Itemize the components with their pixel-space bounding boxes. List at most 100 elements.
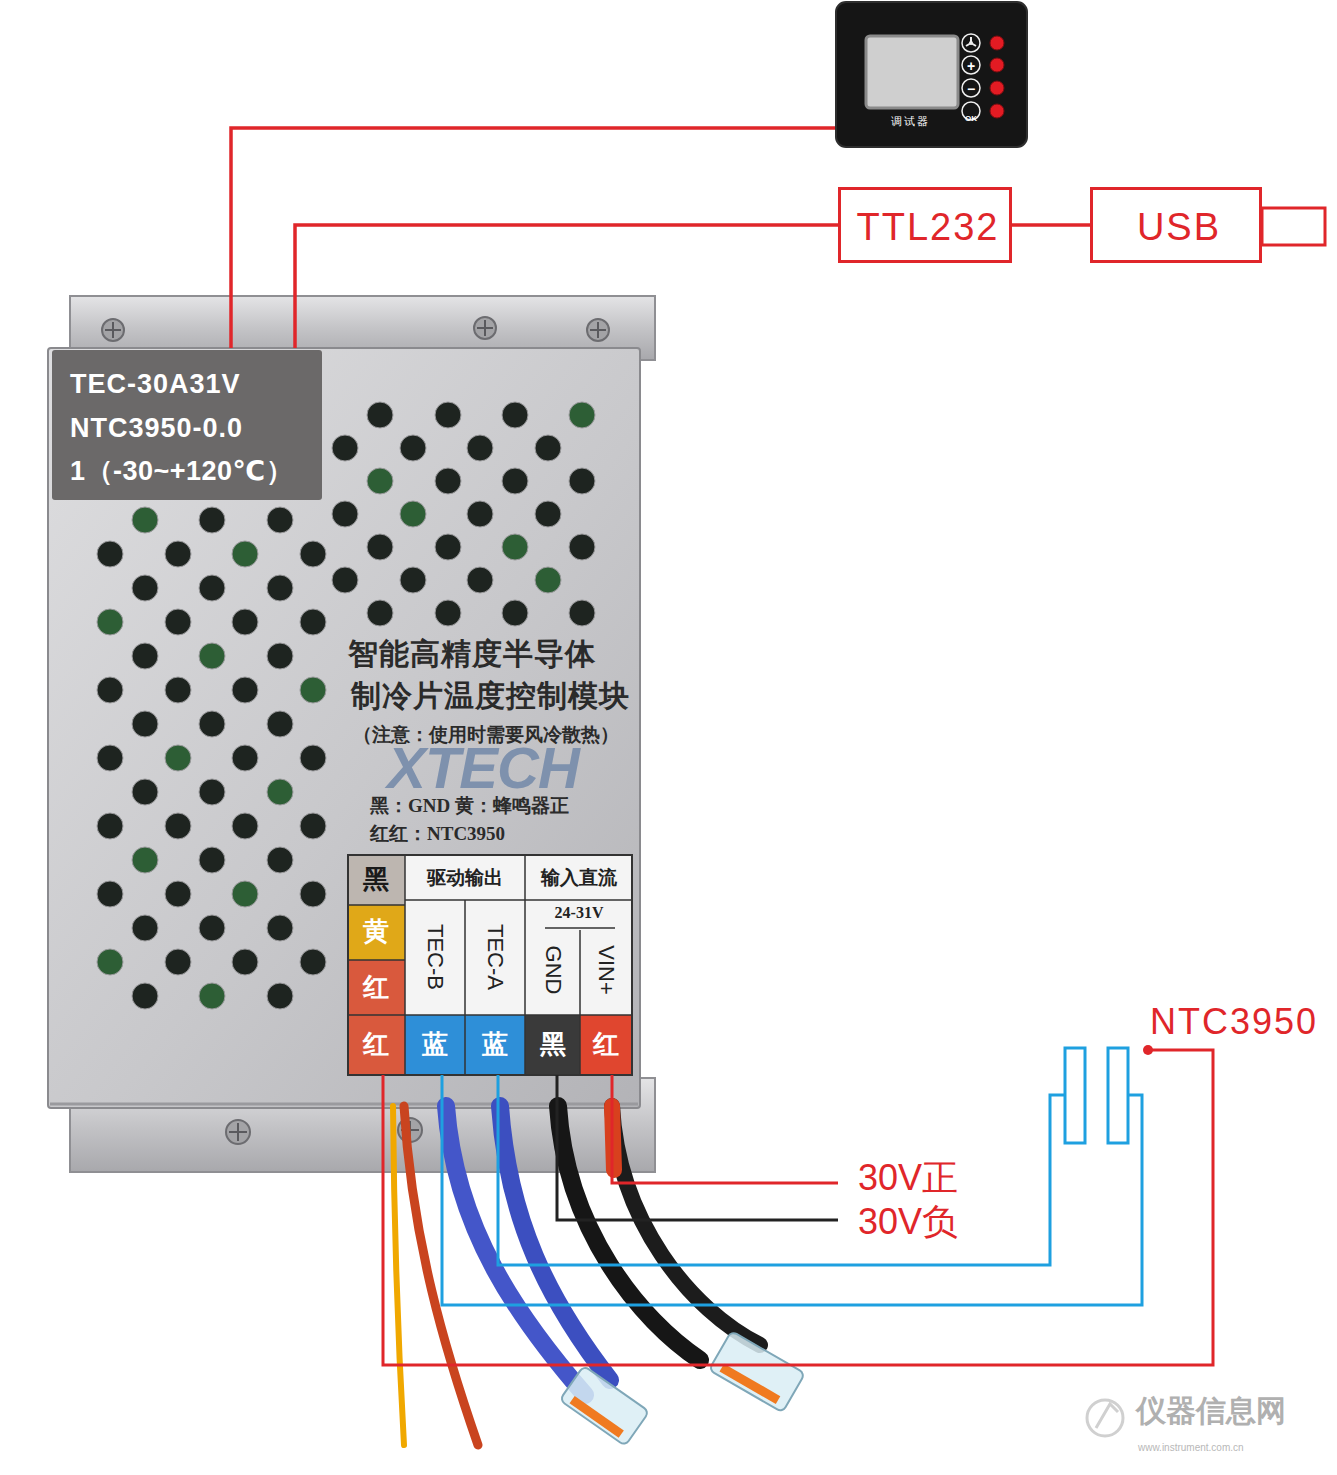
vent-hole (502, 468, 528, 494)
vent-hole (569, 402, 595, 428)
top-flange (70, 296, 655, 360)
vent-hole (132, 847, 158, 873)
vent-hole (97, 881, 123, 907)
wire-part (442, 1075, 1142, 1305)
usb-box: USB (1090, 187, 1262, 263)
voltage-range: 24-31V (555, 904, 604, 922)
vent-hole (165, 609, 191, 635)
vent-hole (97, 609, 123, 635)
tec-element-part (1108, 1048, 1128, 1143)
vent-hole (569, 600, 595, 626)
table-header: 输入直流 (541, 868, 617, 889)
node-text: USB (1137, 207, 1221, 249)
terminal-table-part (525, 1015, 580, 1075)
vent-hole (300, 745, 326, 771)
node-text: TTL232 (857, 207, 1000, 249)
node-text: 1（-30~+120℃） (70, 457, 293, 487)
vent-hole (132, 983, 158, 1009)
debugger-device: 调试器 (835, 0, 1028, 148)
debugger-device (836, 2, 1027, 147)
screw-part (474, 317, 496, 339)
vent-hole (232, 541, 258, 567)
wire-connector (1012, 223, 1090, 227)
vent-hole (199, 575, 225, 601)
vent-hole (199, 779, 225, 805)
vent-hole (267, 779, 293, 805)
vent-hole (232, 881, 258, 907)
module-body (48, 348, 640, 1108)
vent-hole (300, 813, 326, 839)
wire-dot-part (1143, 1045, 1153, 1055)
supply-label: 30V正 (858, 1158, 958, 1198)
vent-hole (300, 949, 326, 975)
photo-cables-part (500, 1106, 610, 1380)
bottom-flange (70, 1078, 655, 1172)
vent-hole (165, 541, 191, 567)
vent-hole (267, 847, 293, 873)
vent-hole (97, 541, 123, 567)
vent-hole (569, 468, 595, 494)
photo-cables-part (446, 1106, 585, 1395)
node-text: 红红：NTC3950 (370, 824, 505, 845)
vent-hole (569, 534, 595, 560)
vent-hole (132, 507, 158, 533)
photo-cables-part (612, 1106, 614, 1170)
debugger-device-part (966, 37, 976, 46)
watermark-logo-part (1087, 1400, 1123, 1436)
vent-hole (132, 711, 158, 737)
vent-hole (435, 534, 461, 560)
vent-hole (467, 501, 493, 527)
vent-hole (232, 813, 258, 839)
terminal-table-part (348, 905, 405, 960)
terminal-table-part (348, 960, 405, 1015)
controller-module: 智能高精度半导体制冷片温度控制模块（注意：使用时需要风冷散热）XTECH黑：GN… (48, 348, 640, 1108)
vent-hole (367, 468, 393, 494)
terminal-table-part (348, 1015, 405, 1075)
photo-cables-part (404, 1106, 478, 1445)
vent-hole (165, 677, 191, 703)
vent-hole (199, 507, 225, 533)
vent-hole (267, 711, 293, 737)
vent-hole (502, 402, 528, 428)
vent-hole (435, 402, 461, 428)
vent-hole (367, 534, 393, 560)
node-text: （注意：使用时需要风冷散热） (353, 725, 619, 746)
vent-hole (267, 915, 293, 941)
screw-part (587, 319, 609, 341)
vent-hole (165, 745, 191, 771)
vent-hole (232, 677, 258, 703)
vent-hole (300, 881, 326, 907)
button-icon: OK (965, 115, 977, 124)
vent-hole (367, 402, 393, 428)
node-text: TEC-30A31V (70, 370, 241, 400)
wire-color: 蓝 (482, 1031, 508, 1060)
screw-part (398, 1118, 422, 1142)
tec-element-part (1065, 1048, 1085, 1143)
debugger-device-part (990, 58, 1004, 72)
watermark-logo-part (1096, 1404, 1118, 1428)
wire-color: 黄 (363, 918, 389, 947)
terminal-table-part (348, 855, 405, 905)
sensor-label: NTC3950 (1150, 1002, 1318, 1042)
vent-hole (535, 501, 561, 527)
vent-hole (165, 949, 191, 975)
vent-hole (97, 813, 123, 839)
vent-hole (199, 915, 225, 941)
wire (383, 1050, 1213, 1365)
wire-color: 红 (363, 1031, 389, 1060)
vent-hole (400, 501, 426, 527)
debugger-device-part (836, 2, 1027, 147)
debugger-device-part (969, 41, 973, 45)
vent-hole (232, 949, 258, 975)
vent-hole (97, 949, 123, 975)
vent-hole (199, 983, 225, 1009)
vent-hole (435, 600, 461, 626)
screw-part (102, 319, 124, 341)
pin-name: TEC-A (483, 924, 507, 990)
vent-hole (502, 534, 528, 560)
vent-hole (367, 600, 393, 626)
vent-hole (97, 745, 123, 771)
